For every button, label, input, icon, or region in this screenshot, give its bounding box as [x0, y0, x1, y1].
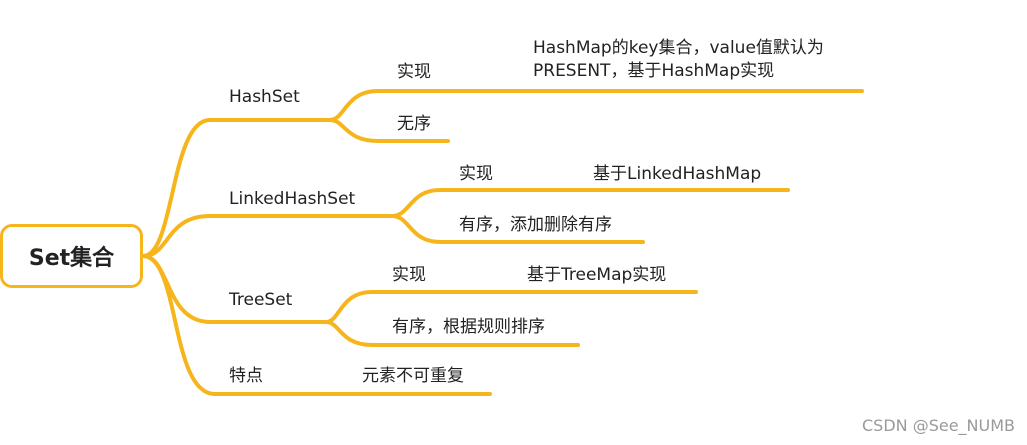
branch-features[interactable]: 特点 [229, 366, 263, 386]
branch-treeset[interactable]: TreeSet [229, 290, 293, 310]
edge-linked-ordered [390, 214, 645, 244]
edge-treeset-ordered [324, 320, 580, 347]
edge-root-linkedhashset [141, 214, 394, 258]
linked-ordered-label[interactable]: 有序，添加删除有序 [459, 215, 612, 235]
hashset-impl-value[interactable]: HashMap的key集合，value值默认为 PRESENT，基于HashMa… [533, 38, 824, 81]
linked-impl-value[interactable]: 基于LinkedHashMap [593, 164, 762, 184]
branch-linkedhashset[interactable]: LinkedHashSet [229, 189, 356, 209]
edge-linked-impl [390, 188, 577, 218]
root-node[interactable]: Set集合 [0, 224, 143, 288]
edge-root-hashset [141, 118, 332, 258]
treeset-ordered-label[interactable]: 有序，根据规则排序 [392, 317, 545, 337]
hashset-impl-label[interactable]: 实现 [397, 62, 431, 82]
watermark: CSDN @See_NUMB [861, 416, 1015, 435]
features-unique-label[interactable]: 元素不可重复 [362, 366, 464, 386]
hashset-unordered-label[interactable]: 无序 [397, 114, 431, 134]
edge-hashset-unordered [328, 118, 450, 143]
branch-hashset[interactable]: HashSet [229, 87, 300, 107]
edge-root-features [141, 254, 347, 396]
linked-impl-label[interactable]: 实现 [459, 164, 493, 184]
treeset-impl-label[interactable]: 实现 [392, 265, 426, 285]
treeset-impl-value[interactable]: 基于TreeMap实现 [527, 265, 667, 285]
